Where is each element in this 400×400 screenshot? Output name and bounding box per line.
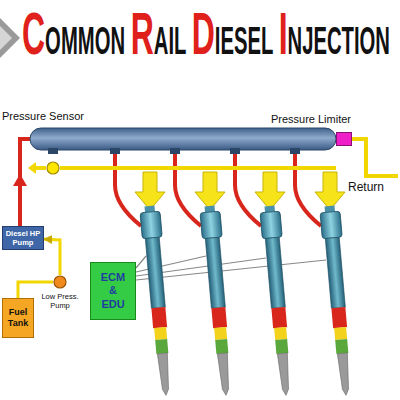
injector: [140, 205, 176, 396]
injector: [200, 205, 236, 396]
injector: [320, 205, 356, 396]
title-word: INJECTION: [279, 40, 390, 57]
pressure-sensor: Pressure Sensor: [46, 161, 60, 175]
high-pressure-line: [235, 150, 261, 226]
flow-arrow: [315, 172, 345, 210]
flow-arrow: [135, 172, 165, 210]
node-label: Pressure Limiter: [271, 113, 351, 126]
rail-port: [110, 148, 120, 154]
title-word: [273, 20, 279, 62]
logo: [0, 26, 12, 50]
title-word: [125, 20, 131, 62]
node-outline: [53, 275, 67, 289]
high-pressure-line: [175, 150, 201, 226]
title-letters: OMMON: [45, 20, 125, 62]
injector: [260, 205, 296, 396]
title-word: DIESEL: [192, 40, 273, 57]
node-label: Pressure Sensor: [2, 110, 84, 123]
title-word: [186, 20, 192, 62]
rail-port: [48, 148, 58, 154]
rail-port: [290, 148, 300, 154]
flow-arrow: [195, 172, 225, 210]
title-initial: R: [131, 0, 154, 67]
return-line: [60, 166, 336, 170]
node-label: ECM & EDU: [99, 271, 127, 311]
node-label: Low Press. Pump: [38, 292, 82, 310]
title-letters: NJECTION: [288, 20, 390, 62]
signal-wire: [136, 260, 326, 280]
rail-port: [230, 148, 240, 154]
low-pressure-pump: Low Press. Pump: [53, 275, 67, 289]
high-pressure-line: [115, 150, 141, 226]
hp-pump-box: Diesel HP Pump: [2, 226, 44, 250]
signal-wire: [136, 256, 206, 272]
rail-port: [170, 148, 180, 154]
flow-label: Return: [348, 180, 384, 194]
node-label: Diesel HP Pump: [5, 229, 41, 247]
flow-arrow: [28, 162, 36, 174]
title-initial: C: [22, 0, 45, 67]
pressure-limiter: Pressure Limiter: [336, 132, 352, 146]
title-initial: D: [192, 0, 215, 67]
common-rail: [30, 128, 336, 150]
title-word: RAIL: [131, 40, 186, 57]
ecm-box: ECM & EDU: [90, 262, 136, 320]
flow-arrow: [13, 174, 27, 186]
title: COMMON RAIL DIESEL INJECTION: [22, 4, 400, 64]
node-outline: [46, 161, 60, 175]
logo: [0, 18, 20, 58]
fuel-line: [44, 239, 60, 275]
flow-arrow: [255, 172, 285, 210]
title-letters: AIL: [154, 20, 186, 62]
node-circle: [47, 162, 59, 174]
title-initial: I: [279, 0, 288, 67]
title-letters: IESEL: [215, 20, 273, 62]
high-pressure-line: [295, 150, 321, 226]
title-text: COMMON RAIL DIESEL INJECTION: [22, 4, 390, 64]
title-word: COMMON: [22, 40, 125, 57]
signal-wire: [136, 256, 146, 268]
fuel-tank: Fuel Tank: [2, 298, 34, 338]
return-line: [352, 139, 398, 176]
node-circle: [54, 276, 66, 288]
node-label: Fuel Tank: [6, 307, 30, 329]
